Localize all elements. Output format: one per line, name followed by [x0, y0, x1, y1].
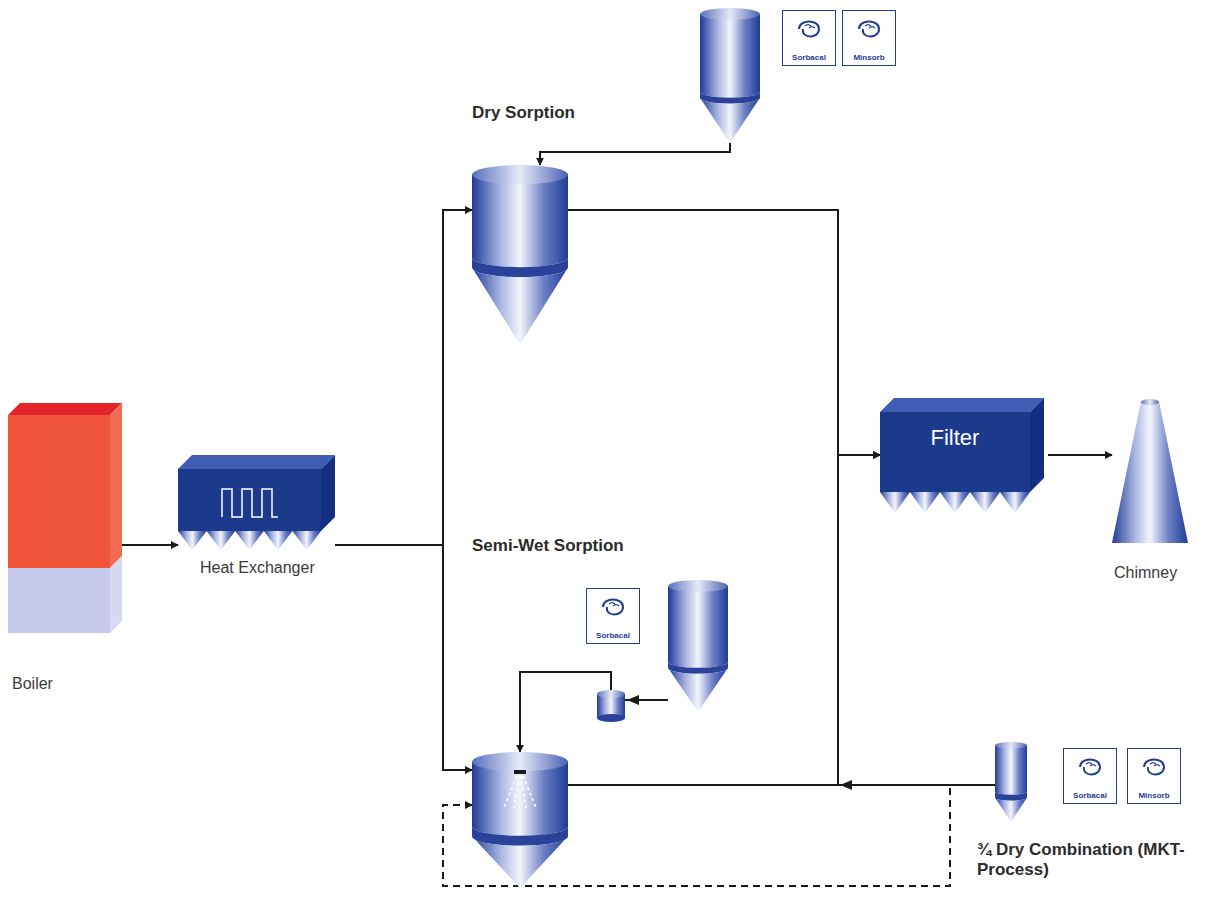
brand-name: Minsorb — [1128, 791, 1180, 800]
chimney-shape — [1112, 398, 1188, 543]
brand-logo: Minsorb — [1127, 748, 1181, 804]
unit-caption: Chimney — [1114, 564, 1177, 582]
process-heading: Dry Sorption — [472, 103, 575, 123]
flow-line — [540, 143, 730, 165]
semi-wet-reactor-shape — [472, 752, 568, 887]
semi-wet-reactor: Semi-Wet Sorption — [472, 752, 568, 887]
sorbent-silo-shape — [668, 580, 728, 712]
boiler-shape — [8, 403, 122, 633]
dry-reactor: Dry Sorption — [472, 165, 568, 343]
unit-caption: Heat Exchanger — [200, 559, 315, 577]
heat-exchanger-shape — [178, 455, 335, 550]
sorbent-silo-shape — [700, 8, 760, 143]
flow-line — [838, 455, 995, 785]
logo-icon — [855, 17, 883, 41]
brand-name: Minsorb — [843, 53, 895, 62]
flow-line — [335, 545, 472, 770]
slurry-tank — [597, 690, 639, 722]
sorbent-silo: Sorbacal — [668, 580, 728, 712]
brand-logo: Sorbacal — [782, 10, 836, 66]
flow-line — [568, 455, 880, 785]
process-heading: ¾ Dry Combination (MKT-Process) — [977, 840, 1217, 879]
filter-unit: Filter — [880, 398, 1048, 513]
mkt-silo-shape — [995, 742, 1027, 822]
brand-name: Sorbacal — [1064, 791, 1116, 800]
heat-exchanger: Heat Exchanger — [178, 455, 335, 550]
mkt-silo: SorbacalMinsorb¾ Dry Combination (MKT-Pr… — [995, 742, 1027, 822]
flow-line — [568, 210, 880, 455]
flow-line — [520, 672, 668, 752]
process-heading: Semi-Wet Sorption — [472, 536, 624, 556]
dry-reactor-shape — [472, 165, 568, 343]
brand-logo: Sorbacal — [1063, 748, 1117, 804]
brand-logo: Sorbacal — [586, 588, 640, 644]
flow-line — [1048, 454, 1112, 456]
brand-name: Sorbacal — [783, 53, 835, 62]
chimney: Chimney — [1112, 398, 1188, 543]
logo-icon — [599, 595, 627, 619]
boiler: Boiler — [8, 403, 122, 633]
unit-label: Filter — [880, 425, 1030, 450]
logo-icon — [1140, 755, 1168, 779]
flow-line — [335, 210, 472, 545]
sorbent-silo: SorbacalMinsorb — [700, 8, 760, 143]
logo-icon — [1076, 755, 1104, 779]
filter-unit-shape — [880, 398, 1048, 513]
logo-icon — [795, 17, 823, 41]
flow-line — [122, 544, 178, 546]
brand-name: Sorbacal — [587, 631, 639, 640]
unit-caption: Boiler — [12, 675, 53, 693]
brand-logo: Minsorb — [842, 10, 896, 66]
